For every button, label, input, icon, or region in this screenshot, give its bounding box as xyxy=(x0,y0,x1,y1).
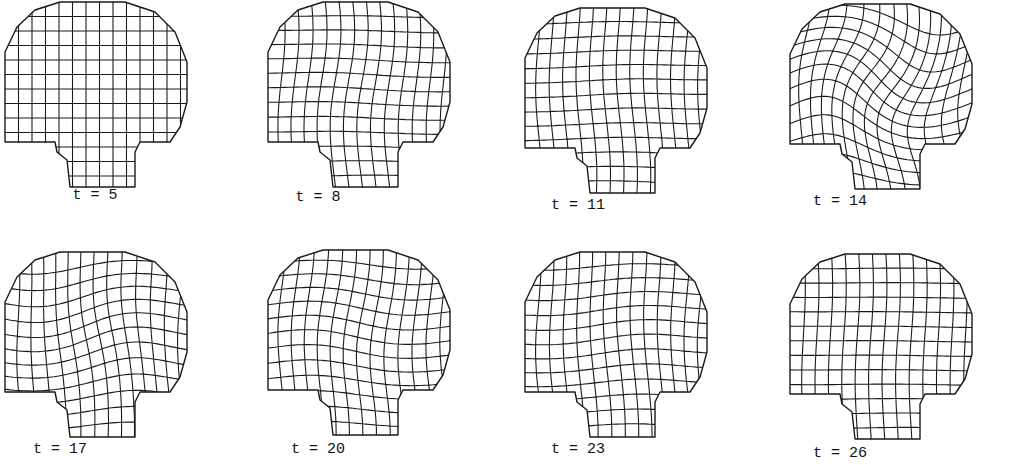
time-label: t = 5 xyxy=(72,188,117,203)
shape-outline xyxy=(790,254,972,439)
shape-outline xyxy=(268,250,450,435)
shape-outline xyxy=(790,4,972,189)
deformed-mesh xyxy=(0,0,195,196)
deformed-mesh xyxy=(0,238,199,449)
mesh-grid xyxy=(255,0,461,197)
mesh-grid xyxy=(512,240,719,448)
deformed-mesh xyxy=(255,237,461,446)
mesh-grid xyxy=(255,237,461,446)
mesh-grid xyxy=(778,243,981,448)
grid-lines xyxy=(778,243,981,448)
mesh-grid xyxy=(0,238,199,449)
mesh-grid xyxy=(512,0,718,203)
deformed-mesh xyxy=(778,243,981,448)
time-label: t = 17 xyxy=(33,442,87,457)
shape-outline xyxy=(525,8,707,193)
deformed-mesh xyxy=(255,0,461,197)
grid-lines xyxy=(776,0,985,203)
grid-lines xyxy=(0,238,199,449)
deformed-mesh xyxy=(512,240,719,448)
shape-outline xyxy=(5,252,187,437)
time-label: t = 20 xyxy=(291,442,345,457)
grid-lines xyxy=(255,237,461,446)
time-label: t = 8 xyxy=(295,190,340,205)
shape-outline xyxy=(5,2,187,187)
mesh-grid xyxy=(0,0,195,196)
time-label: t = 23 xyxy=(551,442,605,457)
shape-outline xyxy=(525,252,707,437)
grid-lines xyxy=(0,0,195,196)
grid-lines xyxy=(512,0,718,203)
shape-outline xyxy=(268,2,450,187)
time-label: t = 14 xyxy=(813,194,867,209)
deformed-mesh xyxy=(776,0,985,203)
mesh-grid xyxy=(776,0,985,203)
grid-lines xyxy=(255,0,461,197)
time-label: t = 11 xyxy=(551,198,605,213)
time-label: t = 26 xyxy=(813,446,867,461)
grid-lines xyxy=(512,240,719,448)
deformed-mesh xyxy=(512,0,718,203)
